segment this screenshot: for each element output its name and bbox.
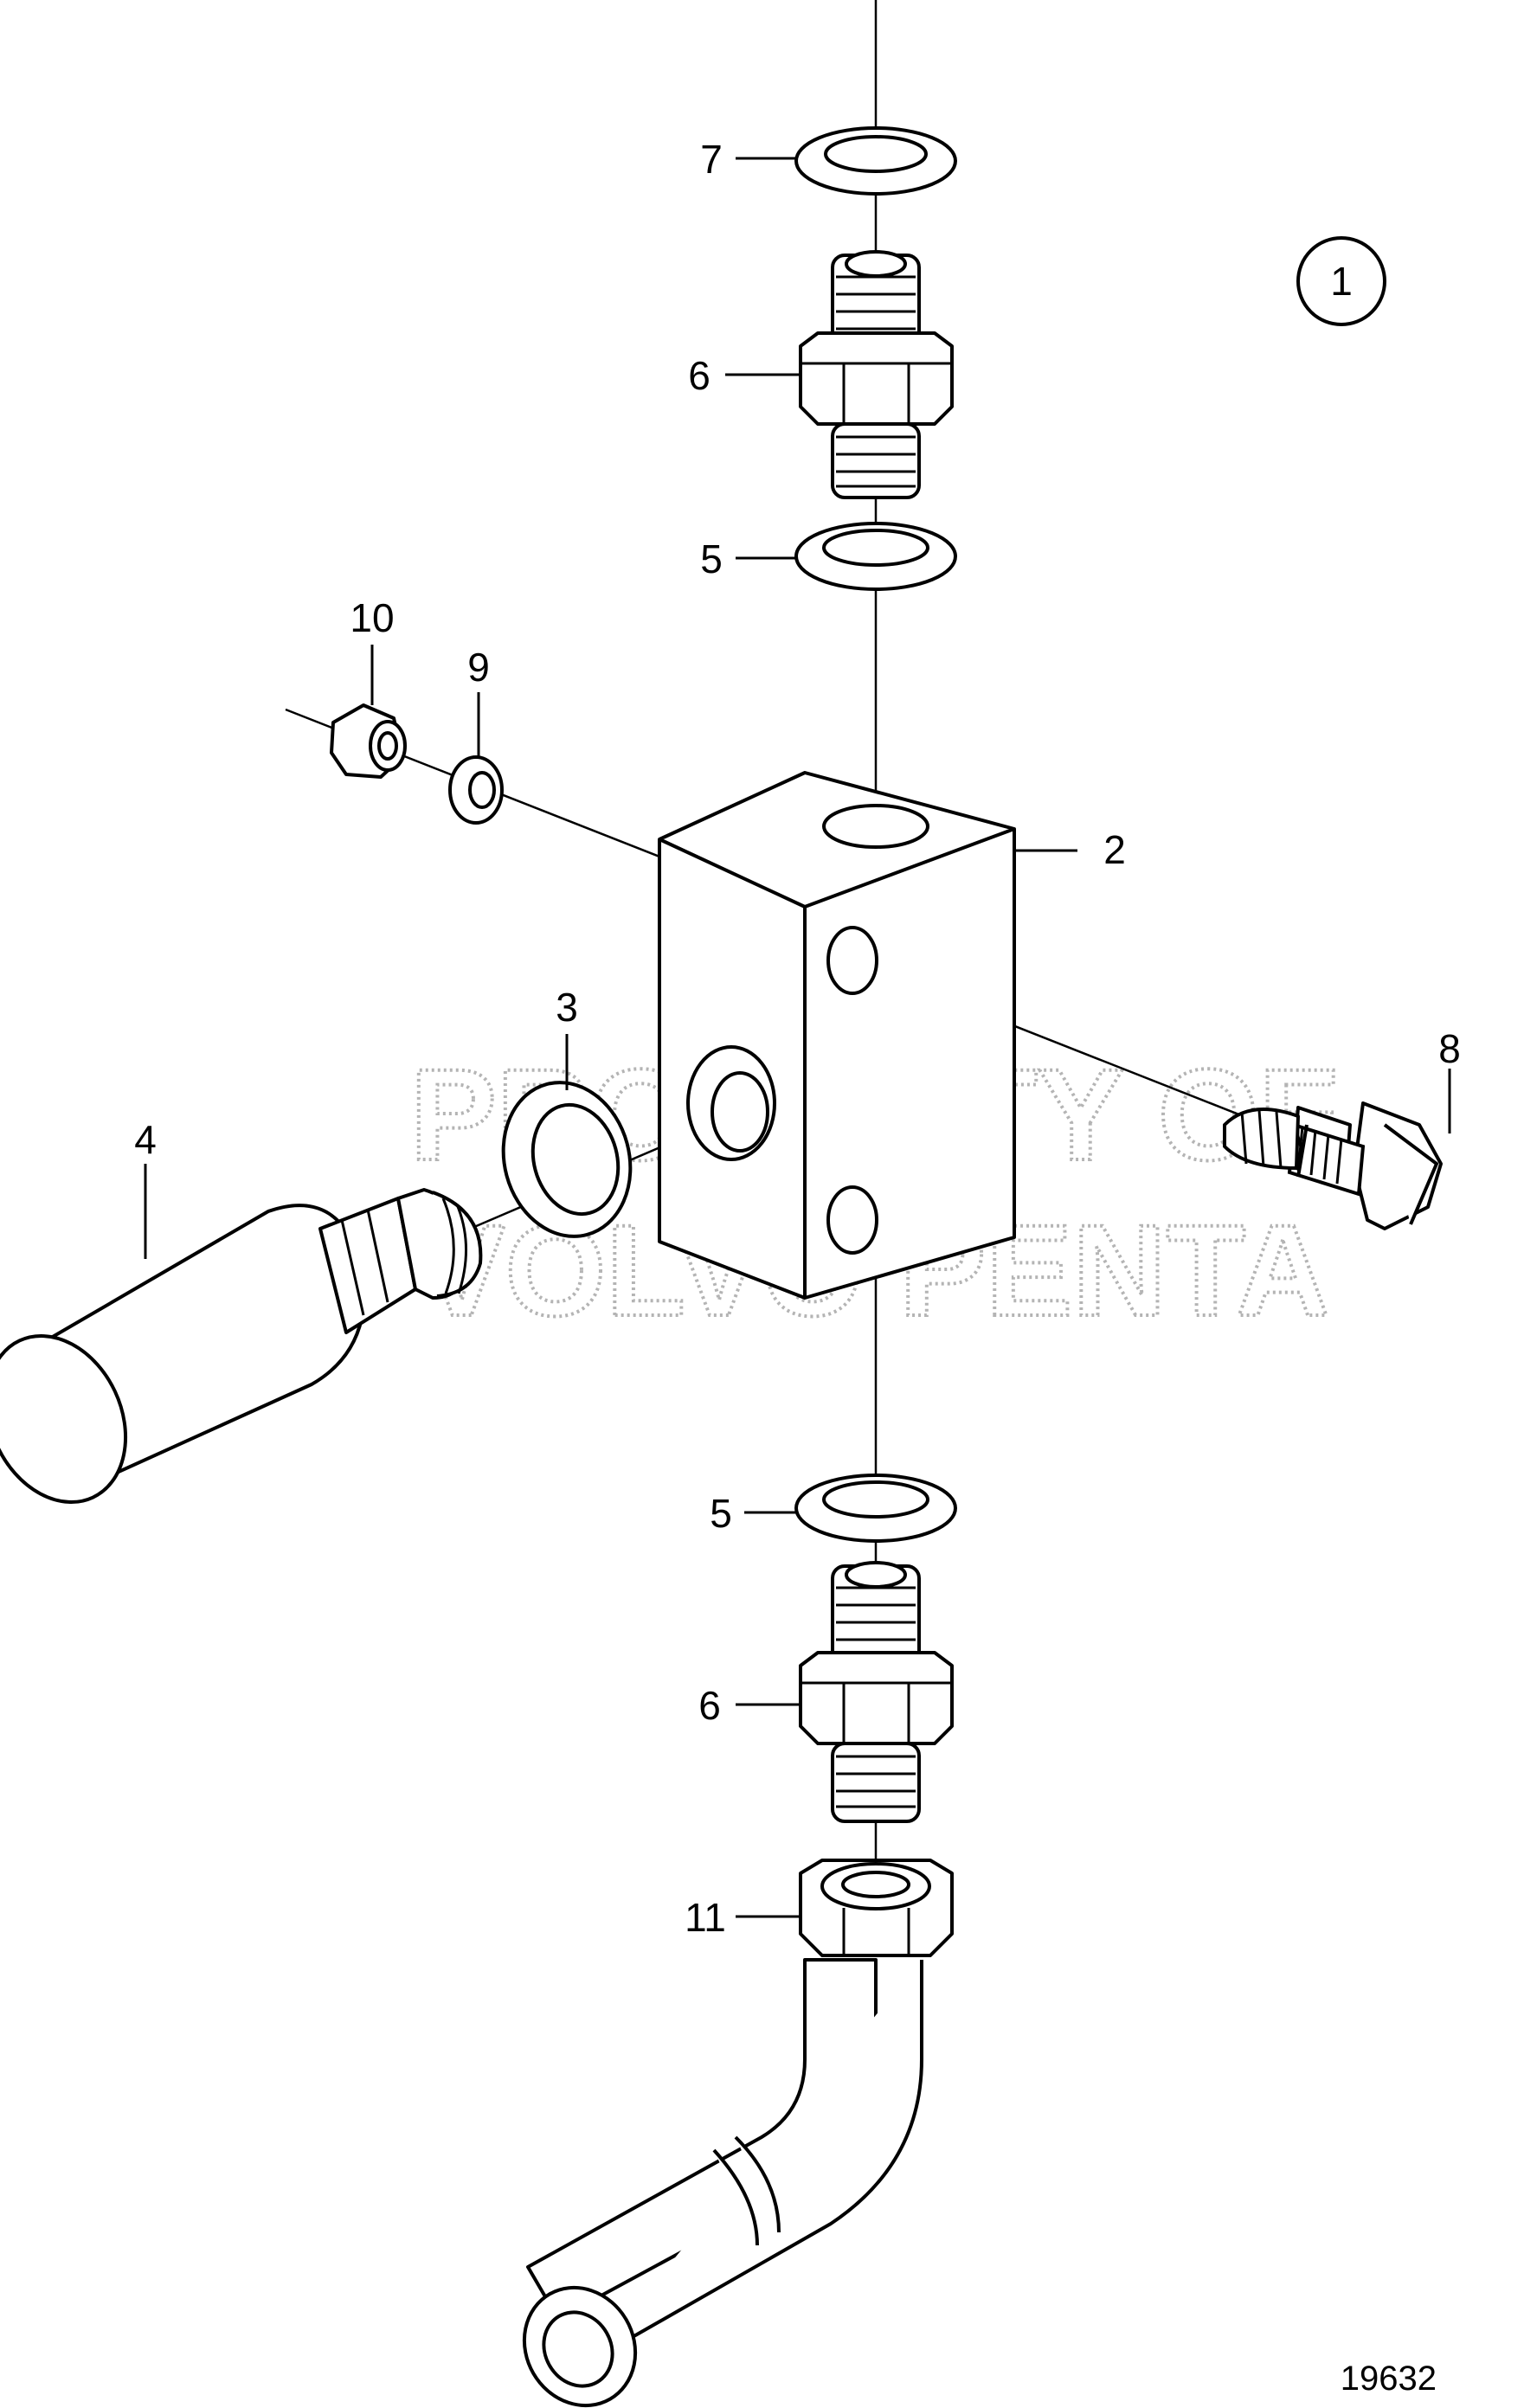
callout-4: 4	[134, 1117, 157, 1162]
callout-5-top: 5	[700, 536, 723, 581]
sealing-washer-part-3	[501, 1081, 633, 1238]
callout-3: 3	[556, 985, 578, 1030]
document-number: 19632	[1341, 2360, 1437, 2398]
lock-nut-part-10	[330, 703, 407, 779]
callout-9: 9	[467, 645, 490, 690]
callout-1-circle	[1296, 236, 1386, 326]
temperature-sensor-part-4	[0, 1188, 483, 1505]
leader-lines	[144, 157, 1451, 1918]
sealing-washer-lower-part-5	[794, 1474, 957, 1543]
callout-1: 1	[1330, 259, 1353, 304]
sealing-washer-top-part-7	[794, 126, 957, 196]
callout-2: 2	[1103, 827, 1126, 872]
callout-10: 10	[350, 595, 394, 640]
callout-labels: 1 2 3 4 5 5 6 6 7 8 9 10 11	[134, 137, 1461, 1940]
sealing-washer-upper-part-5	[794, 522, 957, 591]
callout-5-bottom: 5	[710, 1491, 732, 1536]
washer-part-9	[448, 755, 504, 825]
callout-6-top: 6	[688, 353, 711, 398]
union-nipple-bottom-part-6	[799, 1561, 954, 1823]
union-nipple-top-part-6	[799, 250, 954, 499]
elbow-nipple-part-11	[522, 1859, 954, 2408]
callout-6-bottom: 6	[698, 1683, 721, 1728]
callout-11: 11	[685, 1895, 726, 1940]
flange-bolt-part-8	[1223, 1101, 1443, 1230]
callout-7: 7	[700, 137, 723, 182]
callout-8: 8	[1438, 1026, 1461, 1071]
distribution-block-part-2	[658, 771, 1016, 1300]
